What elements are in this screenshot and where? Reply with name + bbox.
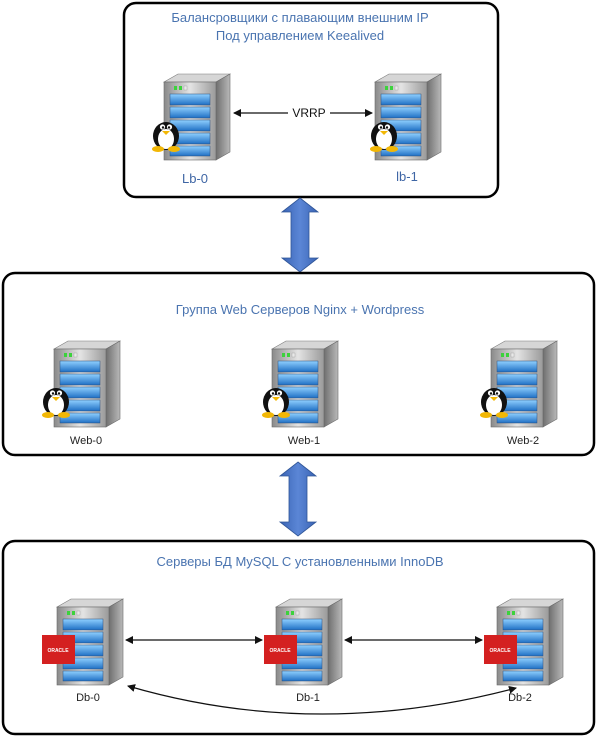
db-node-label: Db-0 <box>76 692 100 704</box>
oracle-badge-text: ORACLE <box>47 648 69 654</box>
lb-group-box <box>122 1 500 199</box>
db-link-0-2 <box>127 684 517 715</box>
web-node-label: Web-0 <box>70 435 102 447</box>
lb-node-label: lb-1 <box>396 169 418 184</box>
oracle-logo-icon: ORACLE <box>484 635 517 664</box>
double-arrow-icon <box>281 197 319 273</box>
oracle-logo-icon: ORACLE <box>264 635 297 664</box>
lb-group-title-1: Балансровщики с плавающим внешним IP <box>171 10 428 25</box>
web-node-label: Web-1 <box>288 435 320 447</box>
oracle-badge-text: ORACLE <box>269 648 291 654</box>
lb-node-label: Lb-0 <box>182 171 208 186</box>
db-node-label: Db-1 <box>296 692 320 704</box>
lb-group-title-2: Под управлением Keealived <box>216 28 384 43</box>
web-group-title: Группа Web Серверов Nginx + Wordpress <box>176 302 425 317</box>
oracle-badge-text: ORACLE <box>489 648 511 654</box>
db-node-label: Db-2 <box>508 692 532 704</box>
web-node-label: Web-2 <box>507 435 539 447</box>
double-arrow-icon <box>279 461 317 537</box>
db-group-title: Серверы БД MySQL С установленными InnoDB <box>156 554 443 569</box>
web-group-box <box>1 271 596 457</box>
vrrp-label: VRRP <box>292 106 325 120</box>
oracle-logo-icon: ORACLE <box>42 635 75 664</box>
db-group-box <box>1 539 596 736</box>
